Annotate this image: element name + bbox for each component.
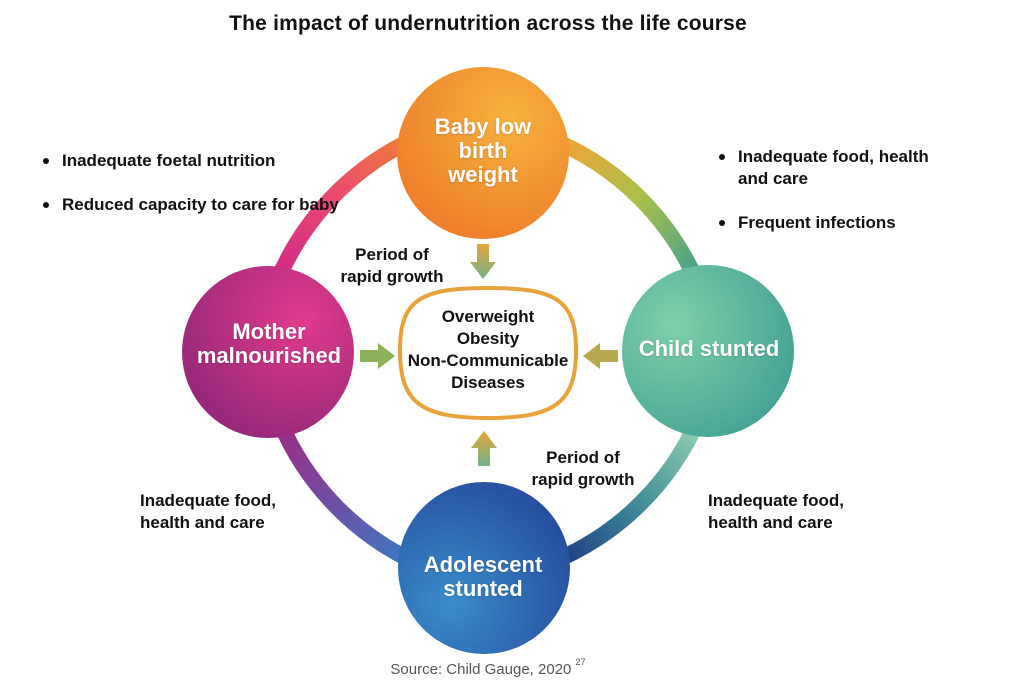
baby-label-line1: Baby low xyxy=(434,114,532,139)
growth-line2: rapid growth xyxy=(531,470,635,489)
adolescent-label-line1: Adolescent xyxy=(423,552,543,577)
list-item: Inadequate foetal nutrition xyxy=(40,150,340,172)
center-line4: Diseases xyxy=(451,373,525,392)
arrow-from-right xyxy=(583,343,618,369)
cycle-ring xyxy=(268,131,706,568)
arc-adolescent-to-mother xyxy=(272,418,414,568)
center-line2: Obesity xyxy=(456,329,520,348)
arc-child-to-adolescent xyxy=(553,416,706,568)
note-line2: health and care xyxy=(140,513,265,532)
child-node-label: Child stunted xyxy=(638,336,780,361)
bottom-right-note: Inadequate food, health and care xyxy=(708,490,844,534)
center-outcome-box xyxy=(397,285,579,421)
baby-label-line2: birth xyxy=(458,138,508,163)
diagram-title: The impact of undernutrition across the … xyxy=(229,12,747,35)
note-line1: Inadequate food, xyxy=(708,491,844,510)
center-outcome-text: Overweight Obesity Non-Communicable Dise… xyxy=(398,306,578,394)
mother-node-label: Mother malnourished xyxy=(176,320,362,368)
baby-low-birth-weight-node xyxy=(397,67,569,239)
arrow-from-left xyxy=(360,343,395,369)
center-line1: Overweight xyxy=(441,307,535,326)
growth-period-bottom-label: Period of rapid growth xyxy=(526,447,640,491)
growth-period-top-label: Period of rapid growth xyxy=(336,244,448,288)
growth-line1: Period of xyxy=(355,245,429,264)
top-left-bullet-list: Inadequate foetal nutrition Reduced capa… xyxy=(40,150,340,238)
source-text: Source: Child Gauge, 2020 xyxy=(390,661,572,678)
adolescent-label-line2: stunted xyxy=(443,576,523,601)
mother-label-line2: malnourished xyxy=(196,343,342,368)
mother-malnourished-node xyxy=(182,266,354,438)
arc-baby-to-child xyxy=(547,131,706,288)
note-line2: health and care xyxy=(708,513,833,532)
mother-label-line1: Mother xyxy=(232,319,306,344)
growth-line2: rapid growth xyxy=(340,267,444,286)
note-line1: Inadequate food, xyxy=(140,491,276,510)
arc-mother-to-baby xyxy=(268,131,418,287)
growth-line1: Period of xyxy=(546,448,620,467)
adolescent-node-label: Adolescent stunted xyxy=(398,553,568,601)
arrow-from-top xyxy=(470,244,496,279)
source-citation: Source: Child Gauge, 2020 27 xyxy=(0,657,976,678)
child-stunted-node xyxy=(622,265,794,437)
bottom-left-note: Inadequate food, health and care xyxy=(140,490,276,534)
center-line3: Non-Communicable xyxy=(407,351,569,370)
list-item: Inadequate food, health and care xyxy=(716,146,946,190)
list-item: Reduced capacity to care for baby xyxy=(40,194,340,216)
source-reference: 27 xyxy=(575,657,586,667)
baby-label-line3: weight xyxy=(448,162,518,187)
top-right-bullet-list: Inadequate food, health and care Frequen… xyxy=(716,146,946,256)
adolescent-stunted-node xyxy=(398,482,570,654)
arrow-from-bottom xyxy=(471,431,497,466)
list-item: Frequent infections xyxy=(716,212,946,234)
baby-node-label: Baby low birth weight xyxy=(398,115,568,187)
